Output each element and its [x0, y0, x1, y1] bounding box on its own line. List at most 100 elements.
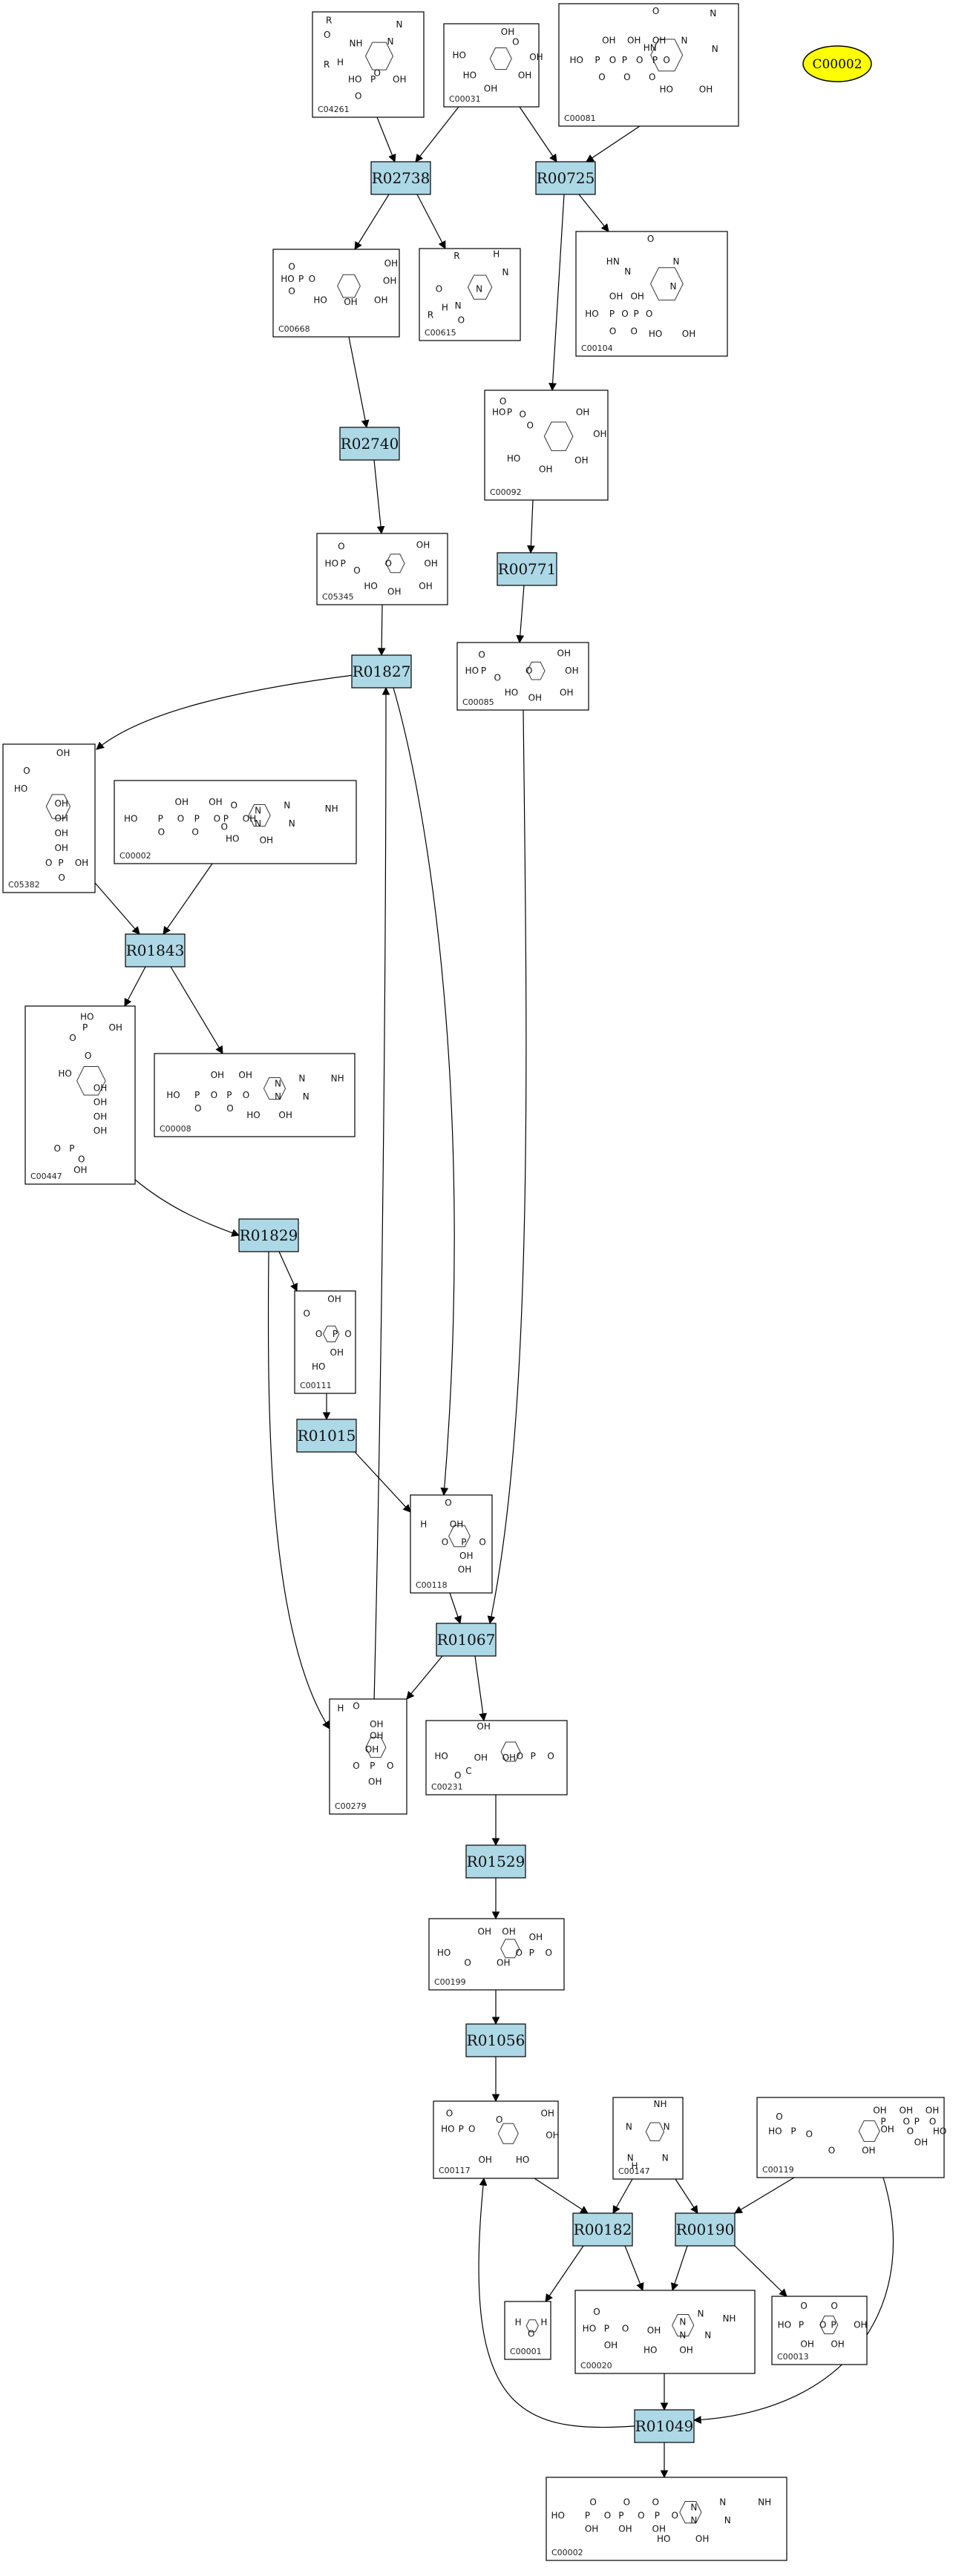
compound-box: [558, 3, 739, 127]
edge-arrow: [376, 116, 396, 163]
compound-box: [433, 2100, 559, 2179]
atom-label: OH: [108, 1022, 122, 1033]
atom-label: O: [828, 2145, 835, 2155]
reaction-r02738[interactable]: R02738: [370, 161, 431, 195]
atom-label: HO: [516, 2155, 529, 2165]
reaction-label: R01827: [353, 663, 411, 680]
atom-label: OH: [574, 456, 588, 466]
atom-label: OH: [478, 1926, 491, 1936]
edge-arrow: [267, 1251, 330, 1729]
reaction-box: [351, 654, 412, 689]
reaction-r00190[interactable]: R00190: [675, 2212, 736, 2247]
atom-label: OH: [528, 693, 542, 703]
reaction-r01843[interactable]: R01843: [125, 933, 186, 967]
edge-arrow: [278, 1251, 298, 1292]
edge-arrow: [94, 882, 140, 935]
atom-label: OH: [458, 1564, 471, 1574]
reaction-r01015[interactable]: R01015: [296, 1419, 357, 1453]
atom-label: P: [298, 274, 304, 284]
reaction-r00182[interactable]: R00182: [572, 2212, 633, 2247]
reaction-label: R02740: [341, 435, 399, 453]
ring-glyph: [679, 2500, 702, 2524]
atom-label: N: [679, 2317, 686, 2327]
atom-label: O: [353, 1701, 359, 1711]
atom-label: OH: [652, 36, 666, 46]
atom-label: O: [663, 55, 669, 65]
atom-label: O: [446, 2109, 453, 2119]
reaction-r00771[interactable]: R00771: [497, 552, 557, 586]
reaction-r01827[interactable]: R01827: [351, 654, 412, 689]
atom-label: O: [458, 315, 465, 326]
atom-label: N: [719, 2497, 726, 2508]
compound-box: [2, 743, 96, 893]
atom-label: N: [275, 1078, 281, 1088]
atom-label: O: [800, 2301, 807, 2311]
compound-id-label: C00002: [119, 851, 151, 861]
atom-label: P: [634, 309, 639, 319]
edge-arrow: [449, 1592, 462, 1625]
atom-label: H: [337, 1703, 344, 1713]
compound-box: [546, 2477, 787, 2561]
reaction-r01529[interactable]: R01529: [465, 1844, 526, 1879]
ring-glyph: [645, 2122, 665, 2141]
atom-label: OH: [497, 1958, 510, 1968]
reaction-r01067[interactable]: R01067: [436, 1623, 497, 1657]
atom-label: P: [370, 1761, 375, 1771]
atom-label: N: [712, 44, 718, 54]
compound-box: [114, 780, 357, 864]
reaction-r02740[interactable]: R02740: [339, 427, 400, 461]
atom-label: HO: [551, 2511, 564, 2521]
reaction-r01829[interactable]: R01829: [238, 1218, 299, 1252]
reaction-r00725[interactable]: R00725: [535, 161, 596, 195]
atom-label: OH: [604, 2340, 618, 2350]
reaction-r01056[interactable]: R01056: [465, 2023, 526, 2057]
atom-label: R: [324, 59, 330, 70]
atom-label: HO: [313, 295, 327, 305]
atom-label: OH: [565, 666, 578, 676]
atom-label: OH: [478, 2155, 491, 2165]
compound-box: [272, 249, 400, 338]
reaction-r01049[interactable]: R01049: [634, 2409, 695, 2443]
atom-label: N: [284, 801, 290, 811]
atom-label: P: [333, 1329, 338, 1339]
atom-label: OH: [576, 407, 589, 418]
atom-label: N: [626, 2122, 632, 2132]
compound-box: [484, 390, 609, 501]
atom-label: OH: [54, 828, 68, 838]
compound-box: [771, 2296, 868, 2365]
atom-label: O: [517, 1751, 523, 1761]
highlight-node-c00002[interactable]: [802, 45, 872, 82]
atom-label: P: [585, 2511, 590, 2521]
atom-label: OH: [330, 1347, 344, 1358]
atom-label: H: [420, 1519, 427, 1530]
edges: [94, 106, 894, 2479]
atom-label: O: [638, 2511, 644, 2521]
atom-label: OH: [585, 2523, 598, 2534]
ring-glyph: [248, 804, 271, 827]
